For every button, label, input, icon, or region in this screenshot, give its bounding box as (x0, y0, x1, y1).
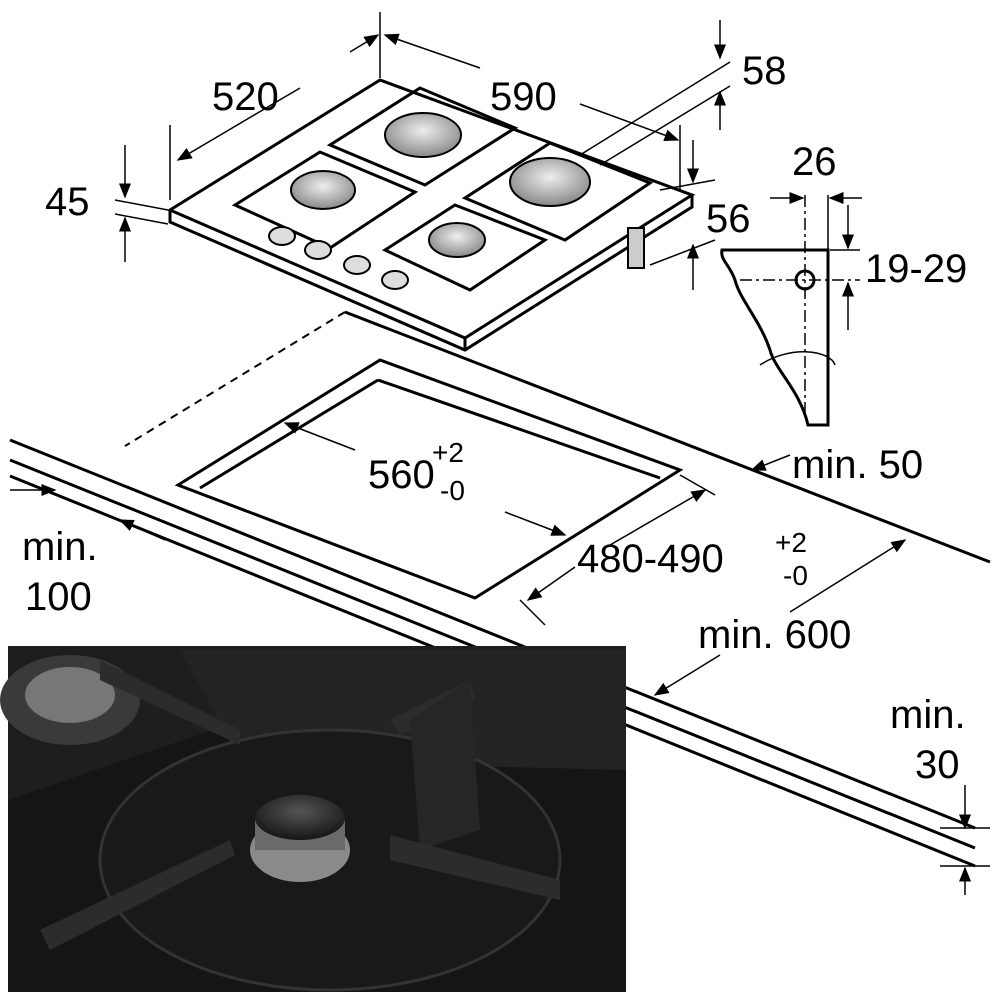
clamp-detail (720, 195, 860, 427)
label-worktop-thickness-2: 30 (915, 743, 960, 787)
label-height-right: 56 (706, 197, 751, 241)
label-width: 590 (490, 75, 557, 119)
label-cutout-width-tol-minus: -0 (440, 475, 465, 506)
label-worktop-depth: min. 600 (698, 613, 851, 657)
label-cutout-depth: 480-490 (577, 537, 724, 581)
hob (166, 78, 696, 352)
label-clamp-width: 26 (792, 140, 837, 184)
burner-right (461, 141, 654, 242)
product-photo (0, 646, 626, 992)
label-cutout-width: 560 (368, 453, 435, 497)
label-clamp-range: 19-29 (865, 247, 967, 291)
hob-foot (627, 227, 645, 269)
label-worktop-thickness-1: min. (890, 693, 966, 737)
label-rear-clearance: min. 50 (792, 443, 923, 487)
label-height-top: 58 (742, 49, 787, 93)
burner-front (381, 203, 549, 292)
label-height-side: 45 (45, 180, 90, 224)
label-side-clearance-2: 100 (25, 575, 92, 619)
control-knobs (268, 226, 409, 290)
label-side-clearance-1: min. (22, 525, 98, 569)
label-depth: 520 (212, 75, 279, 119)
dimension-lines (10, 12, 990, 895)
cutout (174, 358, 684, 600)
label-cutout-width-tol-plus: +2 (432, 437, 464, 468)
label-cutout-depth-tol-plus: +2 (775, 527, 807, 558)
burner-back (326, 86, 519, 187)
label-cutout-depth-tol-minus: -0 (783, 560, 808, 591)
